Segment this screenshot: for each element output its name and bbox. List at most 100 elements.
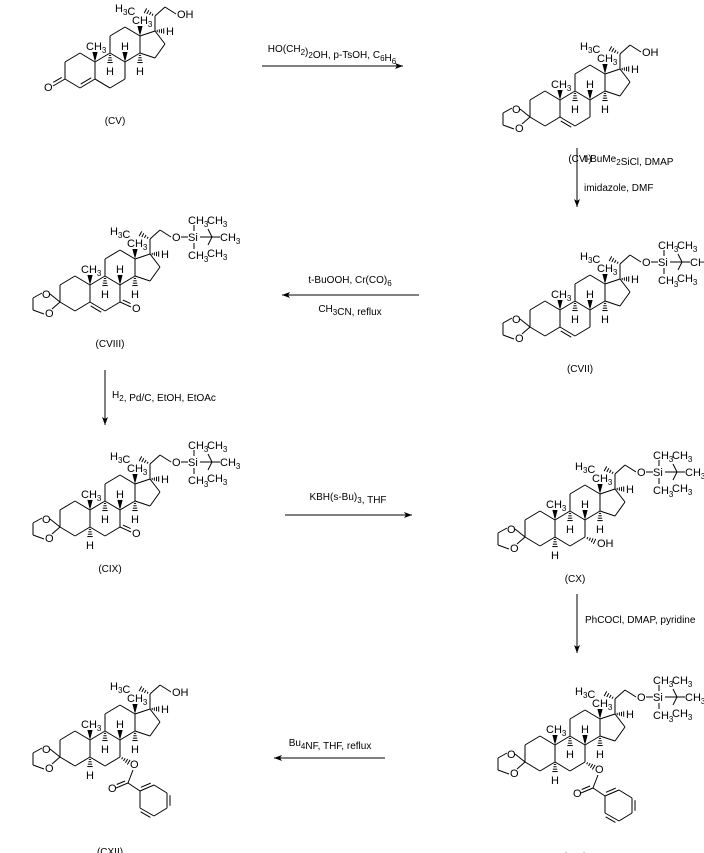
hash-stroke bbox=[143, 234, 147, 239]
tbu-methyl-2: CH3 bbox=[690, 257, 704, 271]
hashed-c7-o bbox=[121, 757, 131, 765]
h14-label: H bbox=[131, 514, 139, 526]
c21-methyl-label: H3C bbox=[110, 451, 130, 466]
bond-c1-c2 bbox=[524, 510, 541, 521]
bond-c15-c16 bbox=[154, 43, 166, 59]
arrow-head-icon bbox=[274, 755, 282, 761]
bond-c3-c4 bbox=[64, 78, 81, 89]
tbu-methyl-1: CH3 bbox=[677, 240, 698, 254]
ester-carbonyl-inner bbox=[581, 785, 591, 790]
double-bond-c5-c6 bbox=[89, 301, 106, 312]
bond-c14-c8 bbox=[124, 52, 141, 63]
dioxolane-ketal: OO bbox=[32, 289, 61, 320]
dioxolane-ketal: OO bbox=[497, 749, 526, 780]
hash-stroke bbox=[611, 696, 614, 699]
h17-label: H bbox=[161, 474, 169, 486]
bond-tbu-me3 bbox=[207, 236, 213, 246]
bond-c3-o2 bbox=[51, 756, 61, 765]
bond-c17-c13 bbox=[599, 488, 616, 495]
phenyl-bond bbox=[153, 784, 168, 794]
double-bond-c5-c6 bbox=[559, 116, 576, 127]
bond-c10-c1 bbox=[544, 300, 561, 311]
oxygen-label: O bbox=[44, 82, 53, 94]
bond-c4-c5 bbox=[539, 536, 556, 547]
h5-label: H bbox=[551, 775, 559, 787]
c21-methyl-label: H3C bbox=[580, 41, 600, 56]
hash-stroke bbox=[608, 469, 612, 474]
h8-label: H bbox=[116, 719, 124, 731]
hash-stroke bbox=[603, 691, 608, 697]
bond-c22-o bbox=[629, 44, 642, 53]
bond-tbu-me1 bbox=[672, 688, 678, 698]
hashed-h14 bbox=[597, 512, 603, 522]
phenyl-double-bond-inner bbox=[140, 782, 151, 788]
wedge-c18-methyl bbox=[132, 474, 138, 484]
hashed-c21-methyl bbox=[603, 466, 614, 474]
bond-c3-o2 bbox=[51, 526, 61, 535]
c21-methyl-label: H3C bbox=[580, 251, 600, 266]
reaction-arrow-r4: H2, Pd/C, EtOH, EtOAc bbox=[102, 370, 216, 425]
hashed-c21-methyl bbox=[608, 46, 619, 54]
bond-c14-c8 bbox=[119, 500, 136, 511]
tbu-methyl-3: CH3 bbox=[677, 273, 698, 287]
bond-c3-o2 bbox=[516, 761, 526, 770]
bond-tbu-me1 bbox=[677, 253, 683, 263]
bond-tbu-me1 bbox=[207, 228, 213, 238]
hashed-h14 bbox=[132, 502, 138, 512]
h8-label: H bbox=[586, 79, 594, 91]
reaction-conditions-line1: H2, Pd/C, EtOH, EtOAc bbox=[112, 390, 216, 404]
h9-label: H bbox=[101, 514, 109, 526]
bond-ch2-o2 bbox=[497, 769, 510, 775]
c18-methyl-label: CH3 bbox=[132, 15, 153, 29]
hashed-h17 bbox=[156, 28, 165, 34]
wedge-c19-methyl bbox=[557, 90, 563, 100]
bond-tbu-me3 bbox=[672, 696, 678, 706]
tbu-methyl-3: CH3 bbox=[207, 473, 228, 487]
bond-c10-c9 bbox=[94, 52, 111, 63]
hash-stroke bbox=[141, 232, 145, 238]
bond-c14-c8 bbox=[589, 300, 606, 311]
bond-c15-c16 bbox=[149, 721, 161, 737]
tbu-methyl-2: CH3 bbox=[685, 467, 704, 481]
bond-carbonyl-phenyl bbox=[592, 787, 606, 797]
reaction-conditions-line1: PhCOCl, DMAP, pyridine bbox=[585, 615, 696, 626]
bond-tbu-me1 bbox=[672, 463, 678, 473]
wedge-c18-methyl bbox=[597, 484, 603, 494]
bond-c5-c6 bbox=[554, 536, 571, 547]
bond-c10-c1 bbox=[74, 730, 91, 741]
carbonyl-oxygen-label: O bbox=[573, 788, 582, 800]
tbu-methyl-3: CH3 bbox=[672, 483, 693, 497]
reaction-conditions-line1: HO(CH2)2OH, p-TsOH, C6H6 bbox=[268, 44, 397, 66]
silyl-ether-oxygen: O bbox=[172, 457, 181, 469]
reaction-arrow-r7: Bu4NF, THF, reflux bbox=[274, 738, 385, 761]
wedge-h8 bbox=[117, 730, 123, 740]
reaction-arrow-r5: KBH(s-Bu)3, THF bbox=[285, 492, 412, 518]
phenyl-bond bbox=[618, 789, 633, 799]
silicon-label: Si bbox=[653, 692, 663, 704]
si-methyl-1: CH3 bbox=[188, 440, 209, 454]
bond-c9-c8 bbox=[104, 730, 121, 741]
silyl-ether-oxygen: O bbox=[172, 232, 181, 244]
arrow-head-icon bbox=[574, 199, 580, 207]
carbonyl-c7 bbox=[119, 301, 132, 308]
hashed-h14 bbox=[132, 732, 138, 742]
hashed-c21-methyl bbox=[608, 256, 619, 264]
reaction-conditions-line1: t-BuOOH, Cr(CO)6 bbox=[308, 275, 392, 288]
hash-stroke bbox=[126, 759, 131, 765]
tbu-methyl-1: CH3 bbox=[207, 440, 228, 454]
ketal-oxygen-1: O bbox=[512, 104, 521, 116]
bond-c3-o1 bbox=[49, 518, 61, 528]
bond-c14-c15 bbox=[134, 730, 151, 737]
bond-c3-o1 bbox=[519, 108, 531, 118]
bond-c4-c5 bbox=[544, 116, 561, 127]
c7-oxygen-label: O bbox=[132, 528, 141, 540]
bond-c11-c12 bbox=[104, 249, 121, 260]
bond-c3-o1 bbox=[49, 748, 61, 758]
compound-label-cviii: (CVIII) bbox=[96, 339, 125, 350]
bond-tbu-me3 bbox=[207, 461, 213, 471]
bond-c5-c6 bbox=[94, 78, 111, 89]
